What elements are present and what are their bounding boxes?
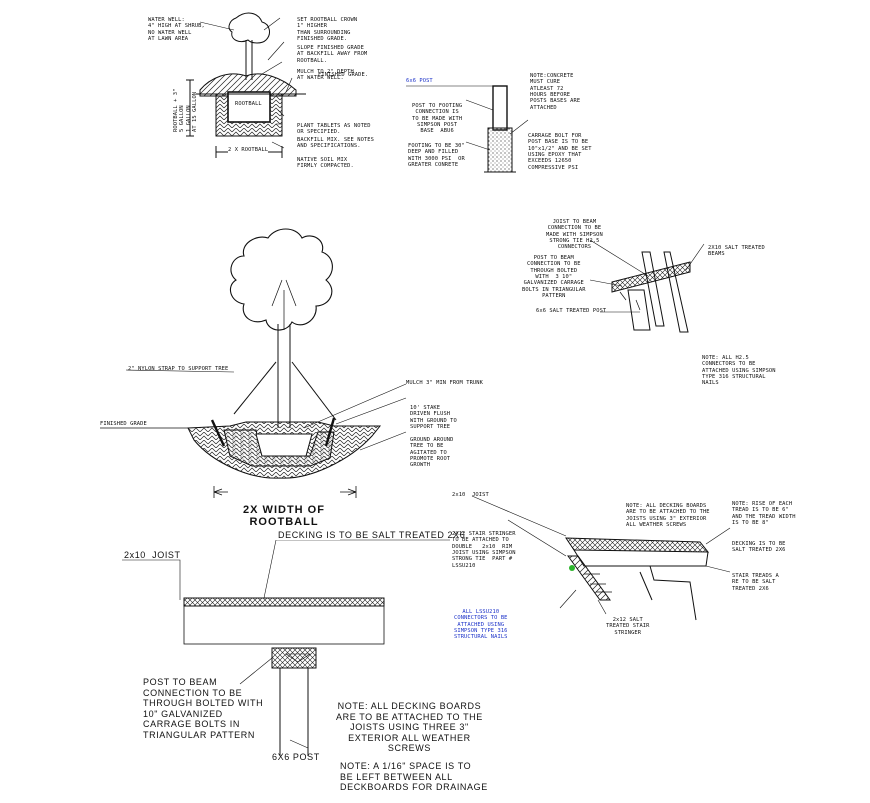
rootball-label: ROOTBALL	[235, 101, 262, 107]
joist-2x10	[183, 605, 385, 645]
deck-boards	[565, 537, 710, 553]
leaders-right	[261, 17, 293, 149]
finished-grade-label: FINISHED GRADE	[100, 421, 147, 427]
joist-beam-detail	[589, 239, 705, 333]
deck-joist-label: 2x10 JOIST	[124, 550, 181, 560]
joist-b	[663, 251, 689, 333]
support-strap-right	[291, 361, 337, 421]
post-6x6-section	[279, 668, 309, 756]
finished-grade-note: FINISHED GRADE.	[318, 72, 369, 78]
deck-section-detail	[122, 539, 450, 756]
post-footing-detail	[406, 85, 529, 173]
tree-trunk	[277, 324, 291, 428]
stair-support	[639, 565, 697, 621]
tree-leaders	[125, 369, 407, 451]
deck-leaders	[122, 539, 450, 749]
rootball-width-label: 2 X ROOTBALL	[228, 147, 269, 154]
drawing-sheet	[100, 12, 731, 756]
stake-right	[324, 417, 336, 447]
tree-branches	[271, 279, 297, 330]
support-strap-left	[233, 361, 277, 415]
joist-a	[641, 251, 665, 327]
post-block	[627, 289, 651, 331]
tree-canopy	[229, 228, 333, 331]
salt-post-label: 6x6 SALT TREATED POST	[536, 308, 607, 314]
tree-planting-detail	[100, 228, 407, 498]
treads	[584, 573, 612, 593]
rootball-detail	[186, 12, 306, 158]
rootball-center	[255, 433, 313, 457]
concrete-footing	[487, 127, 513, 173]
post-leaders	[406, 85, 529, 151]
shrub-stem	[245, 40, 253, 80]
decking-boards	[183, 597, 385, 607]
deck-frame	[573, 549, 709, 567]
stair-joist-label: 2x10 JOIST	[452, 492, 489, 498]
bolt-triangle	[285, 653, 311, 663]
beam-block	[271, 647, 317, 669]
nylon-strap-note: 2" NYLON STRAP TO SUPPORT TREE	[128, 366, 229, 372]
backfill-mound	[199, 73, 297, 97]
bolt-marks	[619, 291, 641, 311]
dim-height	[186, 79, 194, 137]
stair-leaders	[471, 495, 731, 615]
post-6x6	[492, 85, 508, 131]
stair-stringer	[567, 555, 611, 601]
stair-detail	[471, 495, 731, 621]
beam-left	[611, 261, 691, 293]
joist-leaders	[589, 239, 705, 313]
deck-post-label: 6X6 POST	[272, 752, 320, 762]
water-well-note: WATER WELL:4" HIGH AT SHRUB,NO WATER WEL…	[148, 16, 205, 43]
deck-decking-label: DECKING IS TO BE SALT TREATED 2X6	[278, 530, 466, 540]
mulch-trunk-note: MULCH 3" MIN FROM TRUNK	[406, 380, 483, 386]
leader-left	[199, 21, 235, 31]
rootball-box	[227, 91, 271, 123]
connector-marker	[569, 565, 575, 571]
shrub-foliage	[228, 12, 270, 44]
post-6x6-label: 6x6 POST	[406, 78, 433, 84]
stake-left	[210, 419, 226, 447]
